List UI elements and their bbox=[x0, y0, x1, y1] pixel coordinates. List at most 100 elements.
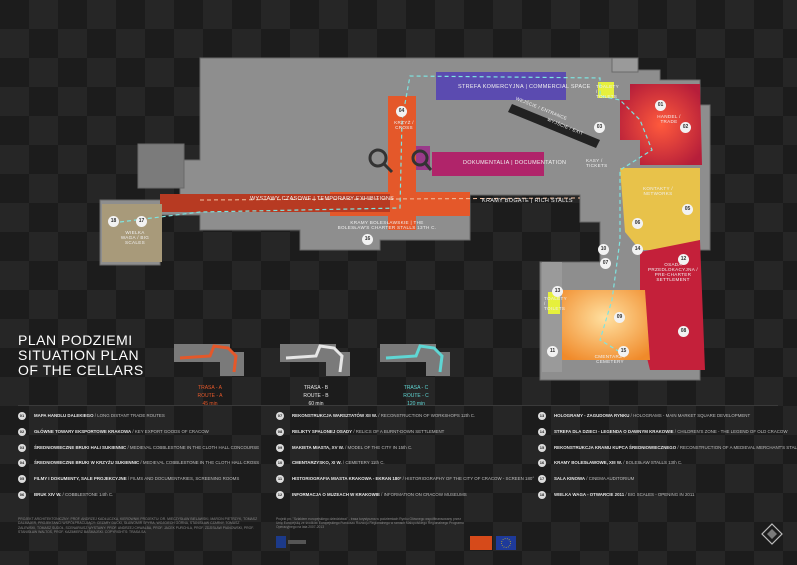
legend-separator: / bbox=[377, 413, 381, 418]
legend-separator: / bbox=[341, 460, 346, 466]
map-marker-01: 01 bbox=[655, 100, 666, 111]
legend-text: WIELKA WAGA - OTWARCIE 2011 / BIG SCALES… bbox=[554, 492, 694, 497]
project-note: Projekt pn. "Szlakiem europejskiego dzie… bbox=[276, 517, 464, 530]
route-b-name: TRASA - B bbox=[303, 385, 329, 391]
legend-text: MAPA HANDLU DALEKIEGO / LONG DISTANT TRA… bbox=[34, 413, 165, 418]
route-a-time: 45 min bbox=[202, 401, 218, 407]
legend-text-pl: CMENTARZYSKO, XI W. bbox=[292, 460, 342, 466]
legend-number: 09 bbox=[276, 443, 284, 452]
map-marker-08: 08 bbox=[678, 326, 689, 337]
label-commercial-space: STREFA KOMERCYJNA | COMMERCIAL SPACE bbox=[458, 84, 591, 90]
legend-number: 15 bbox=[538, 443, 546, 452]
legend-separator: / bbox=[93, 413, 98, 418]
label-boleslaw-stalls: KRAMY BOLESŁAWSKIE | THE BOLESŁAW'S CHAR… bbox=[337, 220, 437, 230]
legend-number: 18 bbox=[538, 490, 546, 499]
legend-text: STREFA DLA DZIECI - LEGENDA O DAWNYM KRA… bbox=[554, 429, 788, 434]
legend-column-1: 01 MAPA HANDLU DALEKIEGO / LONG DISTANT T… bbox=[18, 411, 268, 506]
legend-text: CMENTARZYSKO, XI W. / CEMETERY 11th C. bbox=[292, 460, 385, 465]
heading-line-3: OF THE CELLARS bbox=[18, 362, 144, 378]
legend-separator: / bbox=[624, 491, 628, 497]
route-a-name-en: ROUTE - A bbox=[197, 393, 223, 399]
legend-text-en: HISTORIOGRAPHY OF THE CITY OF CRACOW - S… bbox=[405, 476, 535, 482]
legend-text: REKONSTRUKCJA WARSZTATÓW XII W. / RECONS… bbox=[292, 413, 475, 418]
label-cemetery: CMENTARZ / CEMETERY bbox=[594, 354, 626, 364]
legend-text-pl: HOLOGRAMY - ZAGUDOWA RYNKU bbox=[554, 413, 630, 418]
legend-separator: / bbox=[676, 444, 680, 450]
label-toilets-bottom: TOALETY / TOILETS bbox=[544, 296, 567, 311]
map-marker-14: 14 bbox=[632, 244, 643, 255]
heading-line-1: PLAN PODZIEMI bbox=[18, 332, 133, 348]
legend-separator: / bbox=[126, 444, 130, 450]
legend-text: REKONSTRUKCJA KRAMU KUPCA ŚREDNIOWIECZNE… bbox=[554, 445, 797, 450]
legend-text-pl: RELIKTY SPALONEJ OSADY bbox=[292, 428, 353, 434]
legend-text-en: HOLOGRAMS - MAIN MARKET SQUARE DEVELOPME… bbox=[633, 413, 751, 418]
eu-flag-logo bbox=[496, 536, 516, 550]
legend-number: 16 bbox=[538, 459, 546, 468]
legend-text-en: LONG DISTANT TRADE ROUTES bbox=[97, 413, 165, 418]
legend-text-en: COBBLESTONE 14th C. bbox=[65, 491, 114, 497]
map-marker-03: 03 bbox=[594, 122, 605, 133]
legend-text-pl: HISTORIOGRAFIA MIASTA KRAKOWA - EKRAN 18… bbox=[292, 476, 402, 482]
legend-text-pl: ŚREDNIOWIECZNE BRUKI W KRZYŻU SUKIENNIC bbox=[34, 460, 140, 466]
legend-item: 15 REKONSTRUKCJA KRAMU KUPCA ŚREDNIOWIECZ… bbox=[538, 443, 797, 459]
label-big-scales: WIELKA WAGA / BIG SCALES bbox=[120, 230, 150, 245]
legend-text: INFORMACJA O MUZEACH W KRAKOWIE / INFORM… bbox=[292, 492, 467, 497]
legend-text-en: RELICS OF A BURNT-DOWN SETTLEMENT bbox=[355, 428, 445, 434]
legend-number: 14 bbox=[538, 427, 546, 436]
legend-item: 10 CMENTARZYSKO, XI W. / CEMETERY 11th C. bbox=[276, 458, 526, 474]
heading-line-2: SITUATION PLAN bbox=[18, 347, 140, 363]
networks-zone bbox=[620, 168, 700, 250]
map-marker-09: 09 bbox=[614, 312, 625, 323]
route-c-time: 120 min bbox=[407, 401, 425, 407]
legend-text-pl: REKONSTRUKCJA WARSZTATÓW XII W. bbox=[292, 413, 378, 418]
legend-text-pl: STREFA DLA DZIECI - LEGENDA O DAWNYM KRA… bbox=[554, 428, 674, 434]
toilets-bottom-zone bbox=[548, 292, 560, 314]
label-cross: KRZYŻ / CROSS bbox=[394, 120, 414, 130]
map-marker-13: 13 bbox=[552, 286, 563, 297]
legend-text-pl: FILMY I DOKUMENTY, SALE PROJEKCYJNE bbox=[34, 476, 127, 482]
legend-text-en: INFORMATION ON CRACOW MUSEUMS bbox=[383, 491, 467, 497]
legend-text: RELIKTY SPALONEJ OSADY / RELICS OF A BUR… bbox=[292, 429, 444, 434]
legend-item: 14 STREFA DLA DZIECI - LEGENDA O DAWNYM K… bbox=[538, 427, 788, 443]
route-b-time: 60 min bbox=[308, 401, 324, 407]
label-toilets-top: TOALETY / TOILETS bbox=[596, 84, 619, 99]
documentation-zone bbox=[432, 152, 544, 176]
regional-programme-logo bbox=[470, 536, 492, 550]
legend-item: 01 MAPA HANDLU DALEKIEGO / LONG DISTANT T… bbox=[18, 411, 268, 427]
legend-text-en: BOLESŁAW STALLS 13th C. bbox=[625, 460, 683, 466]
legend-item: 08 RELIKTY SPALONEJ OSADY / RELICS OF A B… bbox=[276, 427, 526, 443]
legend-separator: / bbox=[401, 476, 406, 482]
legend-separator: / bbox=[343, 444, 348, 450]
settlement-zone bbox=[640, 240, 705, 370]
route-path bbox=[119, 75, 653, 353]
credits-text: PROJEKT ARCHITEKTONICZNY: PROF. ANDRZEJ … bbox=[18, 517, 258, 534]
map-marker-12: 12 bbox=[678, 254, 689, 265]
legend-text-en: CINEMA AUDITORIUM bbox=[588, 476, 635, 482]
legend-number: 10 bbox=[276, 459, 284, 468]
legend-text-pl: WIELKA WAGA - OTWARCIE 2011 bbox=[554, 491, 625, 497]
label-rich-stalls: KRAMY BOGATE | RICH STALLS bbox=[482, 198, 573, 204]
partner-logo bbox=[276, 536, 306, 548]
legend-text-pl: GŁÓWNE TOWARY EKSPORTOWE KRAKOWA bbox=[34, 428, 132, 434]
legend-separator: / bbox=[379, 491, 384, 497]
legend-number: 01 bbox=[18, 412, 26, 420]
legend-text: SALA KINOWA / CINEMA AUDITORIUM bbox=[554, 476, 634, 481]
legend-separator: / bbox=[139, 460, 143, 466]
legend-text-pl: SALA KINOWA bbox=[554, 476, 586, 482]
route-b: TRASA - B ROUTE - B 60 min bbox=[276, 338, 356, 407]
map-marker-11: 11 bbox=[547, 346, 558, 357]
map-marker-07: 07 bbox=[600, 258, 611, 269]
map-marker-18: 18 bbox=[108, 216, 119, 227]
legend-text-en: CEMETERY 11th C. bbox=[345, 460, 385, 466]
map-marker-16: 16 bbox=[362, 234, 373, 245]
map-marker-05: 05 bbox=[682, 204, 693, 215]
legend-number: 11 bbox=[276, 475, 284, 484]
legend-number: 08 bbox=[276, 427, 284, 436]
route-b-name-en: ROUTE - B bbox=[303, 393, 329, 399]
